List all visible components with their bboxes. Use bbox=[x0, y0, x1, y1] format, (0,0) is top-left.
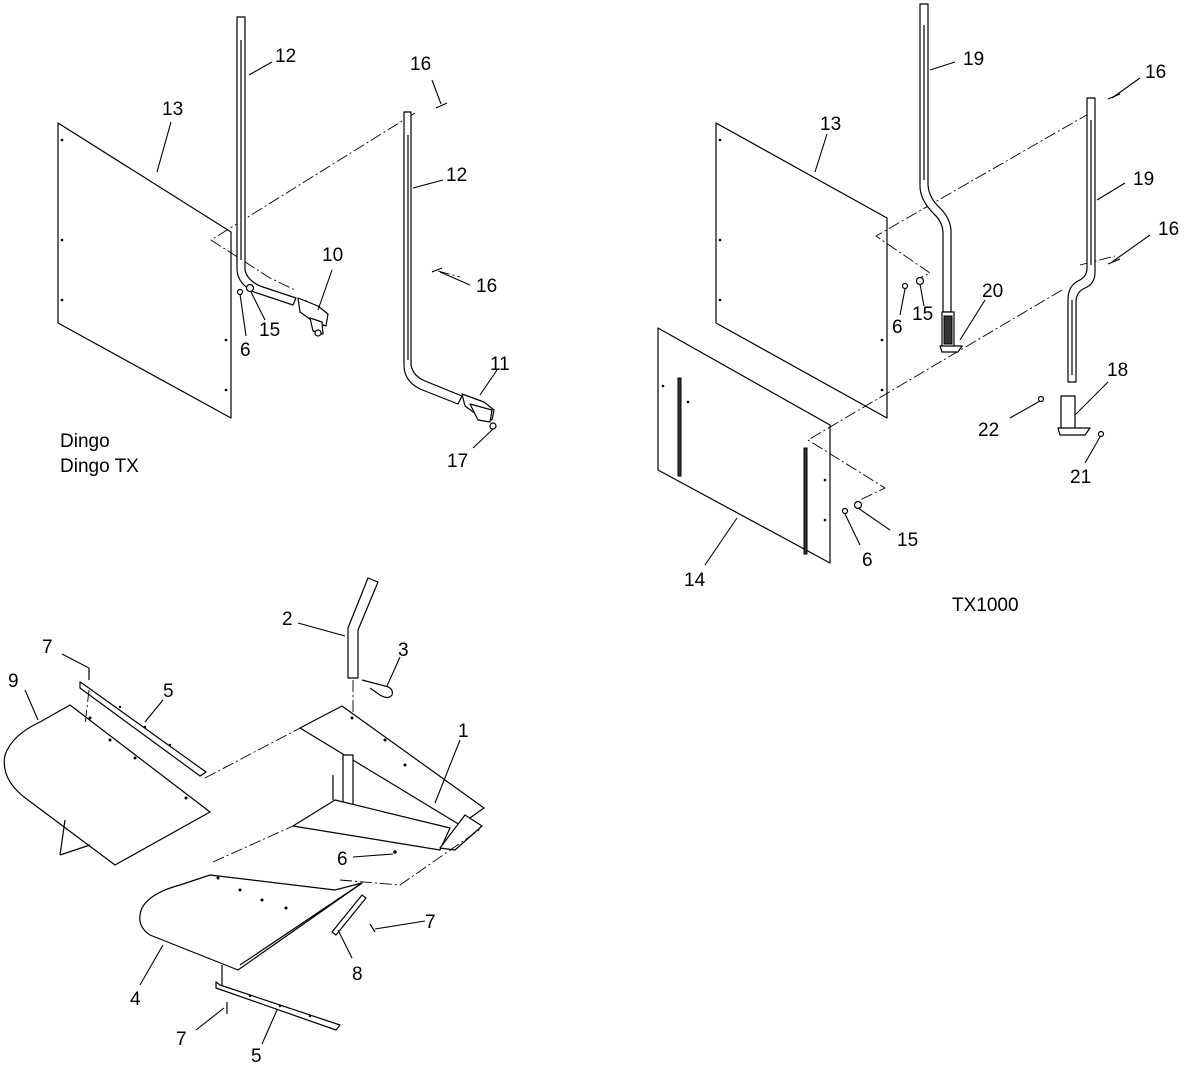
callout-7: 7 bbox=[42, 637, 53, 658]
callout-7: 7 bbox=[176, 1029, 187, 1050]
callout-15: 15 bbox=[912, 304, 933, 325]
strip-5-lower bbox=[215, 981, 341, 1031]
callout-16: 16 bbox=[410, 54, 431, 75]
post-2 bbox=[347, 577, 379, 679]
latch-10 bbox=[297, 297, 329, 337]
callout-10: 10 bbox=[322, 245, 343, 266]
bracket-1 bbox=[292, 705, 485, 851]
callout-13: 13 bbox=[162, 99, 183, 120]
callout-6: 6 bbox=[240, 340, 251, 361]
side-panel-13-right bbox=[715, 122, 888, 419]
callout-7: 7 bbox=[425, 912, 436, 933]
callout-4: 4 bbox=[130, 989, 141, 1010]
callout-13: 13 bbox=[820, 114, 841, 135]
latch-11 bbox=[461, 393, 497, 430]
bolt-7-middle bbox=[369, 923, 376, 933]
post-19-center bbox=[919, 3, 952, 313]
callout-18: 18 bbox=[1107, 360, 1128, 381]
callout-14: 14 bbox=[684, 570, 706, 591]
callout-15: 15 bbox=[897, 530, 918, 551]
callout-12: 12 bbox=[275, 46, 296, 67]
callout-6: 6 bbox=[337, 849, 348, 870]
rear-panel-14 bbox=[657, 327, 831, 564]
pin-3 bbox=[361, 679, 393, 699]
callout-9: 9 bbox=[8, 671, 19, 692]
pin-16-mid-right bbox=[1107, 258, 1121, 265]
tx1000-assembly: 19 13 16 19 16 20 15 6 18 22 21 15 6 14 … bbox=[657, 3, 1179, 616]
callout-3: 3 bbox=[398, 640, 409, 661]
callout-2: 2 bbox=[282, 609, 293, 630]
callout-21: 21 bbox=[1070, 467, 1091, 488]
strip-5-upper bbox=[79, 681, 207, 777]
callout-16: 16 bbox=[1158, 219, 1179, 240]
pin-16-mid bbox=[431, 267, 443, 273]
bracket-20 bbox=[939, 311, 963, 353]
strip-8 bbox=[331, 894, 367, 936]
callout-12: 12 bbox=[446, 165, 467, 186]
callout-22: 22 bbox=[978, 420, 999, 441]
post-12-left bbox=[236, 16, 297, 306]
post-19-right bbox=[1067, 97, 1096, 383]
tray-4 bbox=[139, 874, 363, 990]
callout-16: 16 bbox=[476, 276, 497, 297]
callout-6: 6 bbox=[862, 550, 873, 571]
callout-20: 20 bbox=[982, 281, 1003, 302]
callout-19: 19 bbox=[1133, 169, 1154, 190]
tray-9 bbox=[3, 704, 211, 866]
callout-6: 6 bbox=[892, 317, 903, 338]
callout-15: 15 bbox=[259, 320, 280, 341]
callout-17: 17 bbox=[447, 451, 468, 472]
model-label-dingo-tx: Dingo TX bbox=[60, 456, 139, 477]
model-label-dingo: Dingo bbox=[60, 431, 110, 452]
pin-16-top bbox=[435, 102, 448, 109]
callout-1: 1 bbox=[458, 721, 469, 742]
callout-5: 5 bbox=[251, 1046, 262, 1067]
callout-8: 8 bbox=[352, 964, 363, 985]
callout-19: 19 bbox=[963, 49, 984, 70]
callout-16: 16 bbox=[1145, 62, 1166, 83]
bottom-assembly: 2 3 1 7 5 9 6 7 8 4 7 5 bbox=[3, 577, 485, 1067]
side-panel-13-left bbox=[57, 122, 232, 419]
post-12-right bbox=[403, 111, 463, 405]
callout-11: 11 bbox=[490, 354, 510, 375]
bracket-18 bbox=[1057, 395, 1091, 436]
callout-5: 5 bbox=[163, 681, 174, 702]
dingo-assembly: 12 13 16 12 16 10 15 6 11 17 Dingo Dingo… bbox=[57, 16, 510, 477]
model-label-tx1000: TX1000 bbox=[952, 595, 1019, 616]
